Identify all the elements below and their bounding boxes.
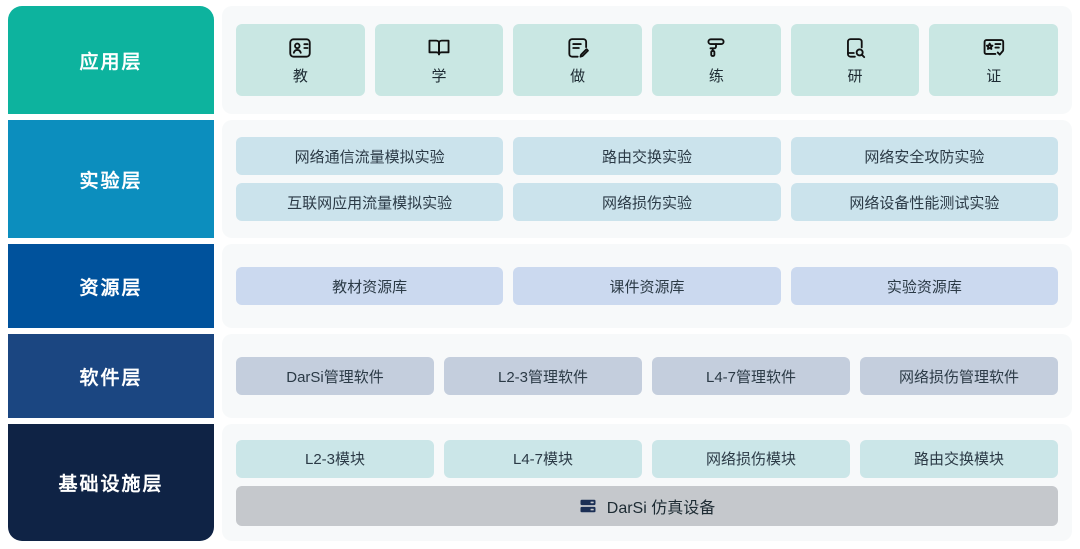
app-card-label: 研	[847, 67, 863, 85]
resource-card-row: 教材资源库 课件资源库 实验资源库	[236, 267, 1058, 305]
app-card-research[interactable]: 研	[790, 24, 920, 96]
application-card-list: 教 学	[236, 24, 1059, 96]
app-card-label: 教	[292, 67, 308, 85]
book-search-icon	[842, 35, 868, 61]
app-card-label: 证	[986, 67, 1002, 85]
app-card-label: 练	[708, 67, 724, 85]
experiment-card[interactable]: 路由交换实验	[513, 137, 781, 175]
darsi-device-bar[interactable]: DarSi 仿真设备	[236, 485, 1058, 526]
experiment-card[interactable]: 网络设备性能测试实验	[790, 183, 1058, 221]
layer-row-application: 应用层 教	[8, 6, 1072, 114]
software-card-row: DarSi管理软件 L2-3管理软件 L4-7管理软件 网络损伤管理软件	[236, 357, 1058, 395]
infrastructure-card[interactable]: L4-7模块	[444, 439, 642, 478]
layer-row-software: 软件层 DarSi管理软件 L2-3管理软件 L4-7管理软件 网络损伤管理软件	[8, 334, 1072, 418]
teaching-profile-icon	[287, 35, 313, 61]
app-card-teach[interactable]: 教	[236, 24, 365, 96]
layer-label-resource: 资源层	[8, 244, 214, 328]
layer-label-infrastructure: 基础设施层	[8, 424, 214, 541]
layer-label-software: 软件层	[8, 334, 214, 418]
app-card-label: 学	[431, 67, 447, 85]
infrastructure-card[interactable]: L2-3模块	[236, 439, 434, 478]
resource-card[interactable]: 教材资源库	[236, 267, 504, 305]
certificate-check-icon	[981, 35, 1007, 61]
layer-panel-software: DarSi管理软件 L2-3管理软件 L4-7管理软件 网络损伤管理软件	[222, 334, 1072, 418]
experiment-card-row-1: 网络通信流量模拟实验 路由交换实验 网络安全攻防实验	[236, 137, 1058, 175]
app-card-certify[interactable]: 证	[929, 24, 1059, 96]
infrastructure-card[interactable]: 网络损伤模块	[652, 439, 850, 478]
darsi-device-label: DarSi 仿真设备	[606, 499, 716, 517]
software-card[interactable]: DarSi管理软件	[236, 357, 434, 395]
layer-row-experiment: 实验层 网络通信流量模拟实验 路由交换实验 网络安全攻防实验 互联网应用流量模拟…	[8, 120, 1072, 238]
app-card-label: 做	[570, 67, 586, 85]
experiment-card[interactable]: 网络通信流量模拟实验	[236, 137, 504, 175]
layer-label-application: 应用层	[8, 6, 214, 114]
document-pen-icon	[565, 35, 591, 61]
infrastructure-card-row: L2-3模块 L4-7模块 网络损伤模块 路由交换模块	[236, 439, 1058, 478]
layer-row-infrastructure: 基础设施层 L2-3模块 L4-7模块 网络损伤模块 路由交换模块 DarSi …	[8, 424, 1072, 541]
resource-card[interactable]: 实验资源库	[790, 267, 1058, 305]
app-card-do[interactable]: 做	[513, 24, 643, 96]
layer-label-experiment: 实验层	[8, 120, 214, 238]
app-card-learn[interactable]: 学	[374, 24, 504, 96]
layer-row-resource: 资源层 教材资源库 课件资源库 实验资源库	[8, 244, 1072, 328]
app-card-practice[interactable]: 练	[652, 24, 781, 96]
layer-panel-experiment: 网络通信流量模拟实验 路由交换实验 网络安全攻防实验 互联网应用流量模拟实验 网…	[222, 120, 1072, 238]
open-book-icon	[426, 35, 452, 61]
software-card[interactable]: L4-7管理软件	[652, 357, 850, 395]
infrastructure-card[interactable]: 路由交换模块	[860, 439, 1058, 478]
layer-panel-infrastructure: L2-3模块 L4-7模块 网络损伤模块 路由交换模块 DarSi 仿真设备	[222, 424, 1072, 541]
experiment-card[interactable]: 网络安全攻防实验	[790, 137, 1058, 175]
experiment-card-row-2: 互联网应用流量模拟实验 网络损伤实验 网络设备性能测试实验	[236, 183, 1058, 221]
experiment-card[interactable]: 互联网应用流量模拟实验	[236, 183, 504, 221]
layer-panel-application: 教 学	[222, 6, 1072, 114]
paint-roller-icon	[703, 35, 729, 61]
experiment-card[interactable]: 网络损伤实验	[513, 183, 781, 221]
server-rack-icon	[579, 497, 597, 515]
software-card[interactable]: L2-3管理软件	[444, 357, 642, 395]
software-card[interactable]: 网络损伤管理软件	[860, 357, 1058, 395]
layer-panel-resource: 教材资源库 课件资源库 实验资源库	[222, 244, 1072, 328]
resource-card[interactable]: 课件资源库	[513, 267, 781, 305]
